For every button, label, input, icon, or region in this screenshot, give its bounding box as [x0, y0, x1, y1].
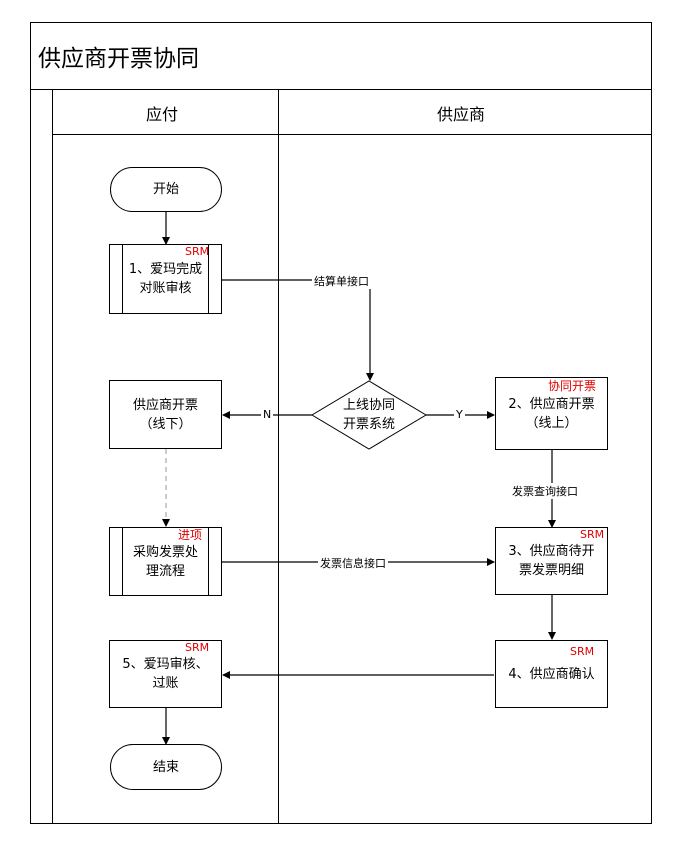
purchase-left-bar	[122, 528, 123, 595]
step1-line1: 1、爱玛完成	[128, 262, 203, 277]
step4-label: 4、供应商确认	[508, 666, 595, 682]
diagram-title: 供应商开票协同	[38, 46, 199, 72]
decision-label: 上线协同 开票系统	[322, 396, 416, 434]
step5-node: 5、爱玛审核、 过账	[109, 640, 222, 708]
step5-line1: 5、爱玛审核、	[122, 657, 209, 672]
decision-line2: 开票系统	[342, 417, 395, 432]
title-bar	[30, 22, 652, 90]
step3-line1: 3、供应商待开	[508, 544, 595, 559]
step3-node: 3、供应商待开 票发票明细	[495, 527, 608, 595]
step5-line2: 过账	[152, 676, 179, 691]
decision-diamond	[311, 380, 427, 450]
step5-tag: SRM	[185, 641, 210, 654]
step3-tag: SRM	[580, 528, 605, 541]
step2-node: 2、供应商开票 （线上）	[495, 377, 608, 450]
purchase-line1: 采购发票处	[132, 544, 198, 560]
step4-tag: SRM	[570, 645, 595, 658]
step1-right-bar	[208, 245, 209, 313]
purchase-right-bar	[208, 528, 209, 595]
purchase-line2: 理流程	[145, 563, 185, 579]
end-label: 结束	[152, 759, 179, 775]
step3-line2: 票发票明细	[518, 563, 584, 578]
lane-gutter-line	[52, 90, 53, 824]
purchase-tag: 进项	[178, 528, 203, 542]
lane-header-supplier: 供应商	[437, 105, 486, 124]
label-invoice-query-api: 发票查询接口	[510, 483, 580, 499]
lane-header-line	[52, 134, 652, 135]
step2-tag: 协同开票	[548, 379, 597, 393]
offline-line1: 供应商开票	[132, 397, 198, 413]
step2-line1: 2、供应商开票	[508, 396, 595, 412]
edge-step1-decision	[222, 279, 374, 381]
lane-header-ap: 应付	[146, 105, 179, 124]
step1-line2: 对账审核	[139, 281, 192, 296]
step1-tag: SRM	[185, 245, 210, 258]
label-settlement-api: 结算单接口	[312, 273, 371, 289]
purchase-process: 采购发票处 理流程	[109, 527, 222, 596]
label-no: N	[261, 408, 274, 421]
step2-line2: （线上）	[525, 415, 578, 431]
start-terminal: 开始	[110, 167, 222, 212]
offline-invoice-node: 供应商开票 （线下）	[109, 380, 222, 449]
decision-line1: 上线协同	[342, 398, 395, 413]
label-yes: Y	[454, 408, 465, 421]
step1-left-bar	[122, 245, 123, 313]
end-terminal: 结束	[110, 744, 222, 790]
label-invoice-info-api: 发票信息接口	[318, 555, 388, 571]
step1-process: 1、爱玛完成 对账审核	[109, 244, 222, 314]
offline-line2: （线下）	[139, 416, 192, 432]
step4-node: 4、供应商确认	[495, 640, 608, 708]
start-label: 开始	[152, 182, 179, 197]
lane-divider	[278, 90, 279, 824]
